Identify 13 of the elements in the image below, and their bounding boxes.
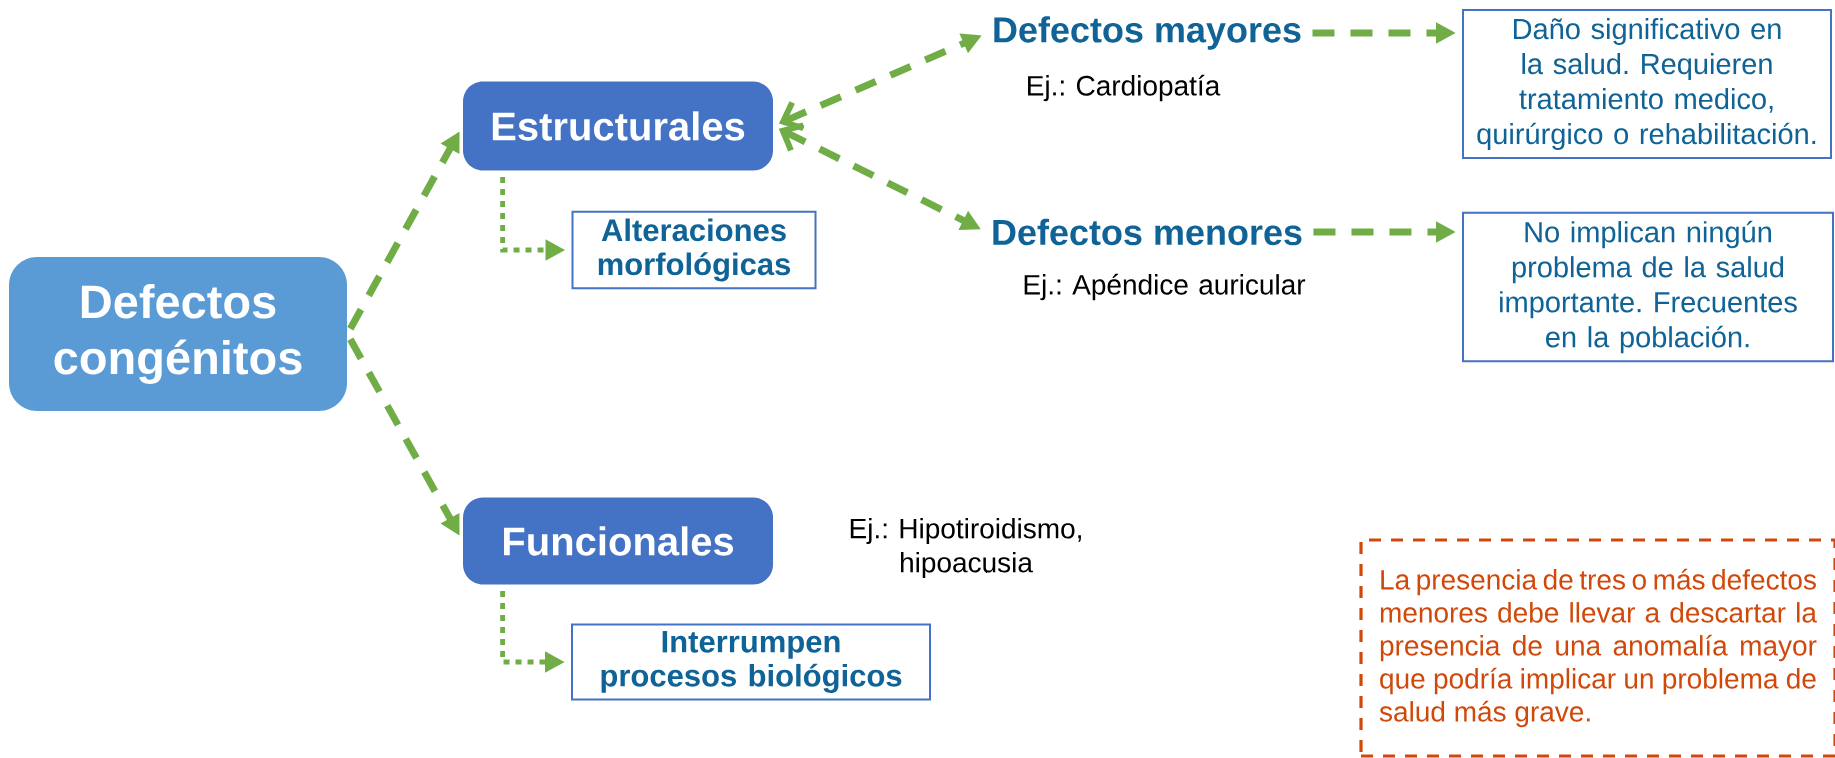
example-text: Ej.: Cardiopatía xyxy=(1028,74,1221,102)
description-box: Daño significativo en la salud. Requieren tratamiento medico, quirúrgico o rehabilitación. xyxy=(1462,8,1832,159)
description-box: No implican ningún problema de la salud importante. Frecuentes en la población. xyxy=(1462,211,1834,363)
feature-box: Alteraciones morfológicas xyxy=(571,210,817,290)
category-box: Funcionales xyxy=(463,497,773,585)
example-text: Ej.: Apéndice auricular xyxy=(1024,273,1306,301)
category-box: Estructurales xyxy=(463,81,773,171)
feature-box: Interrumpen procesos biológicos xyxy=(571,623,931,701)
example-text: Ej.: Hipotiroidismo, hipoacusia xyxy=(850,517,1081,579)
root-box: Defectos congénitos xyxy=(9,257,347,411)
note-box: La presencia de tres o más defectos menores debe llevar a descartar la presencia de una anomalía mayor que podría implicar un problema de salud más grave. xyxy=(1359,538,1835,758)
heading-text: Defectos mayores xyxy=(994,16,1301,50)
heading-text: Defectos menores xyxy=(993,218,1302,246)
